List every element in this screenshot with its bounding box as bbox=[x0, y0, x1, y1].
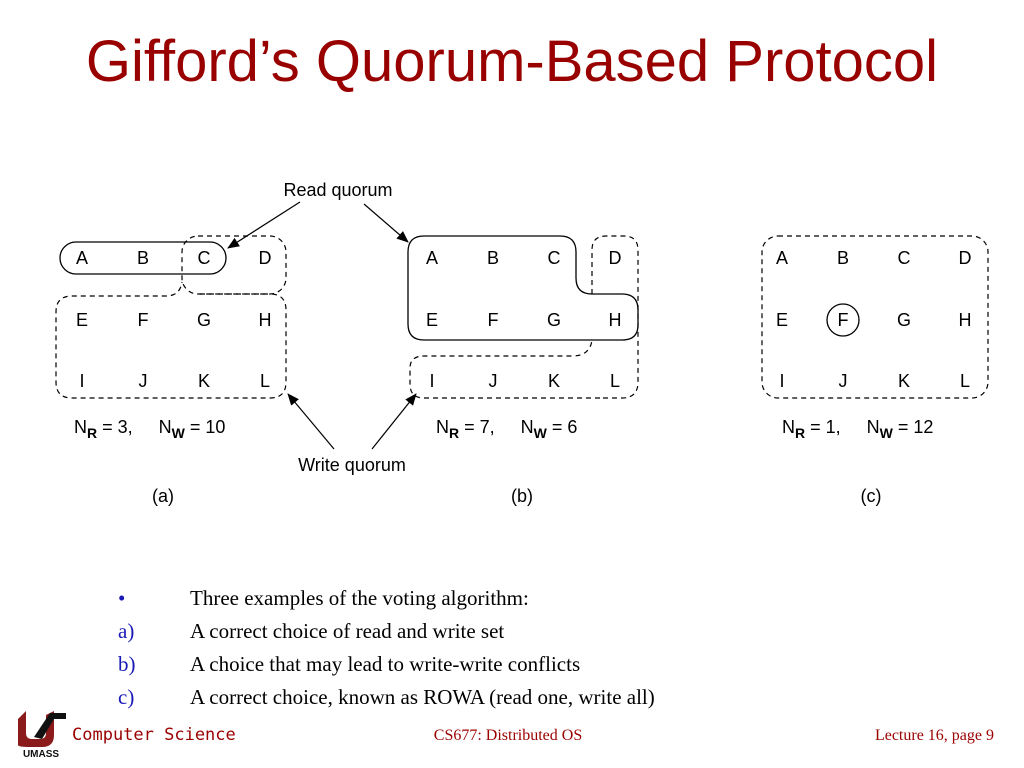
write-quorum-outline-b bbox=[409, 339, 600, 399]
bullet-marker: a) bbox=[118, 619, 135, 643]
node-label: C bbox=[898, 248, 911, 268]
bullet-marker: c) bbox=[118, 685, 135, 709]
quorum-diagram: A B C D E F G H I J K L A B C D E F G H … bbox=[55, 180, 989, 506]
node-label: I bbox=[779, 371, 784, 391]
node-label: J bbox=[489, 371, 498, 391]
node-label: A bbox=[76, 248, 88, 268]
node-label: D bbox=[959, 248, 972, 268]
node-label: G bbox=[197, 310, 211, 330]
write-quorum-label: Write quorum bbox=[298, 455, 406, 475]
read-quorum-label: Read quorum bbox=[283, 180, 392, 200]
panel-c bbox=[761, 235, 989, 399]
write-quorum-arrow-a bbox=[287, 393, 335, 450]
bullet-marker: • bbox=[118, 586, 126, 610]
slide-title: Gifford’s Quorum-Based Protocol bbox=[85, 29, 939, 94]
quorum-sizes-a: NR = 3,NW = 10 bbox=[74, 417, 225, 441]
node-label: C bbox=[548, 248, 561, 268]
bullet-text: Three examples of the voting algorithm: bbox=[190, 586, 529, 610]
node-label: F bbox=[138, 310, 149, 330]
nodes-c: A B C D E F G H I J K L bbox=[776, 248, 972, 391]
panel-b bbox=[407, 235, 639, 399]
panel-caption-a: (a) bbox=[152, 486, 174, 506]
panel-a bbox=[55, 235, 287, 399]
read-quorum-outline-c bbox=[826, 303, 860, 337]
node-label: K bbox=[198, 371, 210, 391]
read-quorum-arrow-b bbox=[363, 203, 409, 243]
node-label: B bbox=[137, 248, 149, 268]
node-label: G bbox=[897, 310, 911, 330]
list-item: b) A choice that may lead to write-write … bbox=[118, 648, 655, 681]
node-label: L bbox=[610, 371, 620, 391]
node-label: G bbox=[547, 310, 561, 330]
list-item: a) A correct choice of read and write set bbox=[118, 615, 655, 648]
footer-page-number: Lecture 16, page 9 bbox=[874, 727, 994, 744]
node-label: L bbox=[960, 371, 970, 391]
node-label: H bbox=[609, 310, 622, 330]
node-label: J bbox=[139, 371, 148, 391]
write-quorum-outline-c bbox=[761, 235, 989, 399]
footer-department: Computer Science bbox=[72, 725, 236, 745]
panel-caption-b: (b) bbox=[511, 486, 533, 506]
write-quorum-arrow-b bbox=[371, 393, 417, 450]
bullet-text: A correct choice, known as ROWA (read on… bbox=[190, 685, 655, 709]
node-label: E bbox=[76, 310, 88, 330]
node-label: A bbox=[776, 248, 788, 268]
svg-text:UMASS: UMASS bbox=[23, 749, 59, 759]
node-label: J bbox=[839, 371, 848, 391]
node-label: H bbox=[259, 310, 272, 330]
node-label: I bbox=[429, 371, 434, 391]
quorum-sizes-c: NR = 1,NW = 12 bbox=[782, 417, 933, 441]
node-label: K bbox=[548, 371, 560, 391]
node-label: D bbox=[259, 248, 272, 268]
node-label: K bbox=[898, 371, 910, 391]
node-label: L bbox=[260, 371, 270, 391]
nodes-b: A B C D E F G H I J K L bbox=[426, 248, 622, 391]
write-quorum-outline-b-right bbox=[591, 235, 639, 399]
nodes-a: A B C D E F G H I J K L bbox=[76, 248, 272, 391]
panel-caption-c: (c) bbox=[861, 486, 882, 506]
list-item: c) A correct choice, known as ROWA (read … bbox=[118, 681, 655, 714]
write-quorum-outline-a bbox=[55, 281, 287, 399]
node-label: F bbox=[838, 310, 849, 330]
write-quorum-outline-a-top bbox=[181, 235, 287, 295]
node-label: B bbox=[837, 248, 849, 268]
node-label: E bbox=[776, 310, 788, 330]
quorum-sizes-b: NR = 7,NW = 6 bbox=[436, 417, 577, 441]
read-quorum-outline-a bbox=[59, 241, 227, 275]
list-item: • Three examples of the voting algorithm: bbox=[118, 582, 655, 615]
node-label: B bbox=[487, 248, 499, 268]
bullet-marker: b) bbox=[118, 652, 136, 676]
read-quorum-outline-b bbox=[407, 235, 639, 341]
node-label: H bbox=[959, 310, 972, 330]
node-label: E bbox=[426, 310, 438, 330]
node-label: C bbox=[198, 248, 211, 268]
node-label: A bbox=[426, 248, 438, 268]
node-label: D bbox=[609, 248, 622, 268]
bullet-text: A correct choice of read and write set bbox=[190, 619, 505, 643]
node-label: F bbox=[488, 310, 499, 330]
node-label: I bbox=[79, 371, 84, 391]
read-quorum-arrow-a bbox=[227, 201, 301, 249]
bullet-list: • Three examples of the voting algorithm:… bbox=[118, 582, 655, 714]
bullet-text: A choice that may lead to write-write co… bbox=[190, 652, 581, 676]
footer-course: CS677: Distributed OS bbox=[433, 727, 583, 744]
umass-logo-icon: UMASS bbox=[18, 711, 66, 759]
